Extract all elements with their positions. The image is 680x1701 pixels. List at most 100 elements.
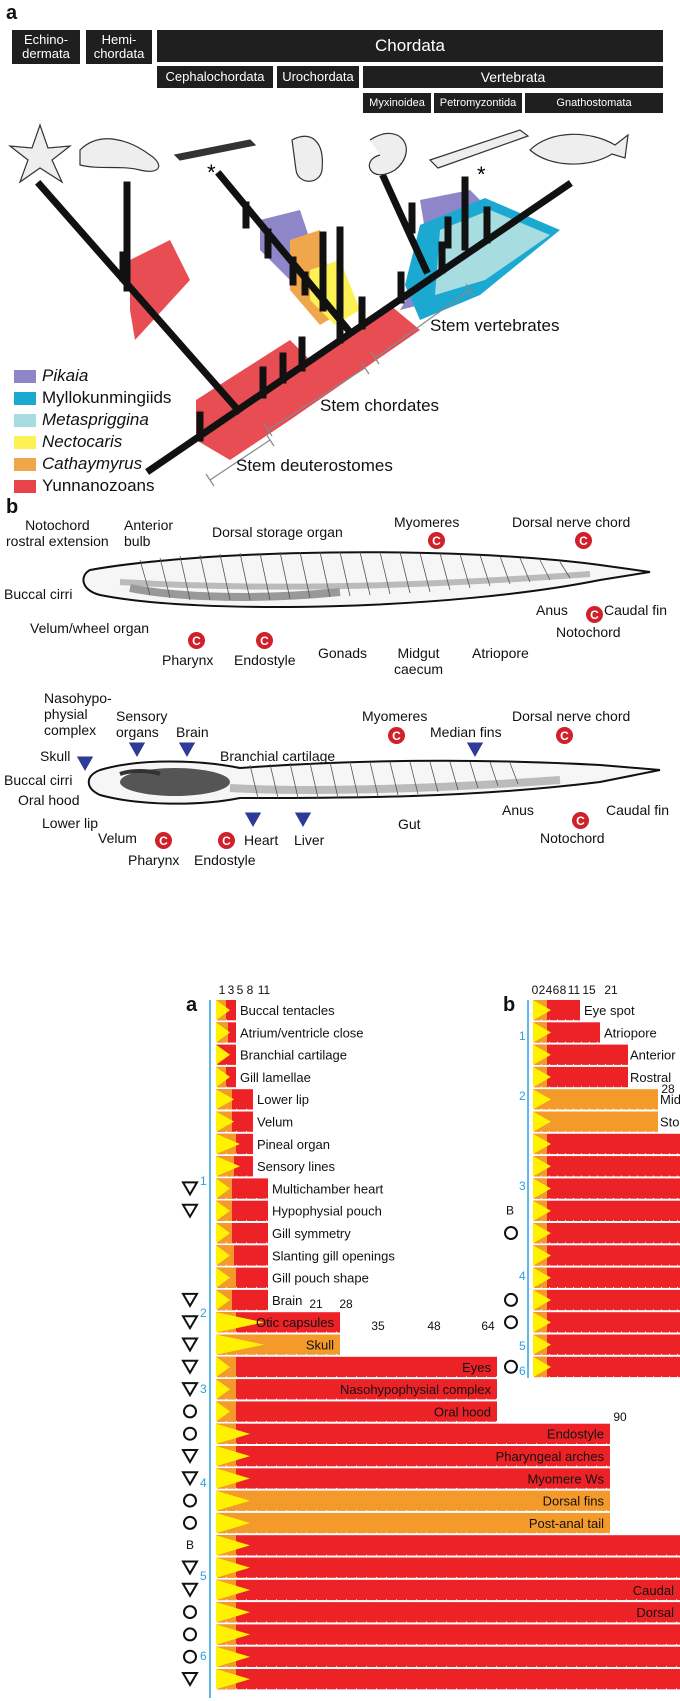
matrix-cell-red [533,1223,680,1243]
group-number: 4 [519,1269,526,1283]
tick-label: 2 [539,983,546,997]
matrix-cell-red [533,1335,680,1355]
tick-label: 35 [371,1319,385,1333]
v-symbol [183,1450,197,1462]
group-number: 1 [200,1174,207,1188]
matrix-cell-red [533,1112,658,1132]
c-symbol [184,1428,196,1440]
matrix-cell-red [533,1201,680,1221]
feature-label: Branchial cartilage [240,1048,347,1063]
feature-label: Dorsal fins [543,1494,605,1509]
matrix-cell-red [216,1647,680,1667]
matrix-cell-red [533,1245,680,1265]
v-marker-skull [76,756,94,772]
feature-label: Gill pouch shape [272,1271,369,1286]
feature-label: Atriopore [604,1025,657,1040]
tick-label: 0 [532,983,539,997]
tick-label: 3 [228,983,235,997]
tick-label: 11 [258,983,271,997]
v-symbol [183,1673,197,1685]
tick-label: 21 [604,983,618,997]
feature-label: Eyes [462,1360,491,1375]
tick-label: 4 [546,983,553,997]
feature-label: Otic capsules [256,1315,335,1330]
tick-label: 28 [339,1297,353,1311]
v-symbol [183,1383,197,1395]
v-symbol [183,1584,197,1596]
feature-label: Anterior [630,1048,676,1063]
v-symbol [183,1339,197,1351]
c-symbol [184,1517,196,1529]
feature-label: Endostyle [547,1427,604,1442]
matrix-cell-red [533,1312,680,1332]
feature-label: Slanting gill openings [272,1248,395,1263]
b-symbol: B [506,1204,514,1218]
c-symbol [505,1294,517,1306]
group-number: 4 [200,1476,207,1490]
feature-label: Gill lamellae [240,1070,311,1085]
feature-label: Nasohypophysial complex [340,1382,492,1397]
feature-label: Lower lip [257,1092,309,1107]
group-number: 6 [519,1364,526,1378]
c-symbol [505,1227,517,1239]
feature-label: Sensory lines [257,1159,336,1174]
c-symbol [184,1628,196,1640]
c-symbol [184,1651,196,1663]
matrix-cell-red [533,1178,680,1198]
v-symbol [183,1562,197,1574]
tick-label: 15 [582,983,596,997]
character-matrix: Buccal tentaclesAtrium/ventricle closeBr… [0,980,680,1701]
v-symbol [183,1472,197,1484]
tick-label: 64 [481,1319,495,1333]
matrix-cell-red [216,1580,680,1600]
v-marker-brain [178,742,196,758]
v-symbol [183,1182,197,1194]
tick-label: 21 [309,1297,323,1311]
matrix-cell-red [533,1268,680,1288]
v-symbol [183,1361,197,1373]
feature-label: Myomere Ws [527,1471,604,1486]
feature-label: Buccal tentacles [240,1003,335,1018]
feature-label: Pineal organ [257,1137,330,1152]
feature-label: Multichamber heart [272,1181,384,1196]
v-symbol [183,1205,197,1217]
v-marker-sensory [128,742,146,758]
tick-label: 6 [553,983,560,997]
group-number: 5 [200,1569,207,1583]
group-number: 5 [519,1339,526,1353]
feature-label: Pharyngeal arches [496,1449,605,1464]
tick-label: 48 [427,1319,441,1333]
c-symbol [505,1361,517,1373]
matrix-cell-red [216,1357,497,1377]
tick-label: 28 [661,1082,675,1096]
c-symbol [184,1606,196,1618]
matrix-cell-red [216,1624,680,1644]
feature-label: Skull [306,1338,334,1353]
v-symbol [183,1294,197,1306]
tick-label: 1 [219,983,226,997]
matrix-cell-red [216,1535,680,1555]
tick-label: 8 [560,983,567,997]
feature-label: Hypophysial pouch [272,1204,382,1219]
matrix-cell-red [216,1558,680,1578]
group-number: 3 [519,1179,526,1193]
group-number: 6 [200,1649,207,1663]
group-number: 2 [200,1306,207,1320]
matrix-cell-red [533,1156,680,1176]
b-symbol: B [186,1538,194,1552]
matrix-cell-red [533,1134,680,1154]
tick-label: 90 [613,1410,627,1424]
tick-label: 8 [247,983,254,997]
v-marker-liver [294,812,312,828]
c-symbol [184,1495,196,1507]
matrix-cell-red [216,1669,680,1689]
matrix-cell-red [533,1357,680,1377]
matrix-cell-red [533,1089,658,1109]
v-markers [0,0,680,900]
c-symbol [184,1405,196,1417]
group-number: 2 [519,1089,526,1103]
matrix-cell-red [216,1602,680,1622]
v-symbol [183,1316,197,1328]
feature-label: Atrium/ventricle close [240,1025,364,1040]
